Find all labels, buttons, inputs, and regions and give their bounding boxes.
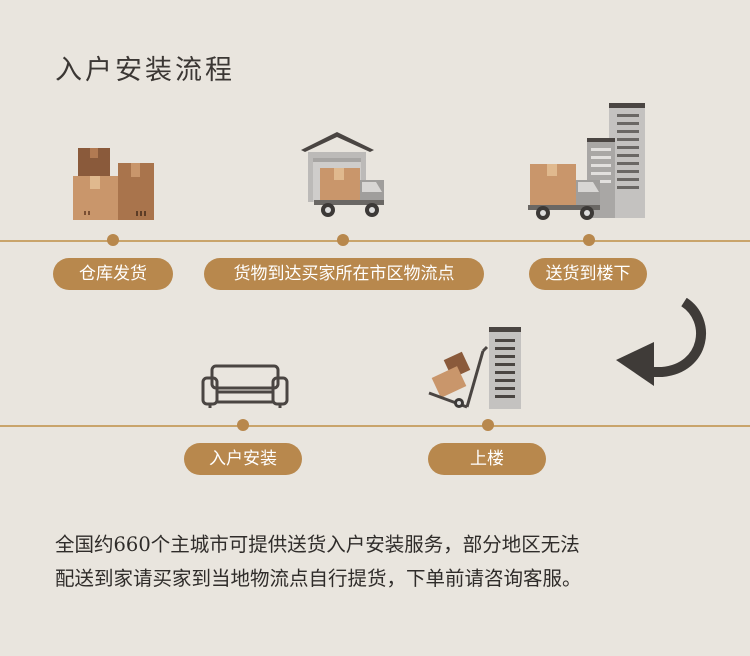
description-line-2: 配送到家请买家到当地物流点自行提货，下单前请咨询客服。 [55, 567, 582, 590]
page-title: 入户安装流程 [55, 55, 235, 86]
step-label-warehouse: 仓库发货 [53, 258, 173, 290]
timeline-dot [107, 234, 119, 246]
timeline-dot [337, 234, 349, 246]
step-label-downstairs: 送货到楼下 [529, 258, 647, 290]
warehouse-truck-icon [301, 132, 384, 217]
curved-arrow-icon [616, 298, 706, 386]
timeline-dot [237, 419, 249, 431]
description-line-1: 全国约660个主城市可提供送货入户安装服务，部分地区无法 [55, 533, 580, 556]
timeline-dot [583, 234, 595, 246]
sofa-icon [201, 364, 289, 408]
timeline-dot [482, 419, 494, 431]
timeline-line-bottom [0, 425, 750, 427]
service-description: 全国约660个主城市可提供送货入户安装服务，部分地区无法 配送到家请买家到当地物… [55, 528, 715, 596]
step-label-upstairs: 上楼 [428, 443, 546, 475]
timeline-line-top [0, 240, 750, 242]
step-label-install: 入户安装 [184, 443, 302, 475]
boxes-icon [73, 148, 154, 220]
step-label-logistics-point: 货物到达买家所在市区物流点 [204, 258, 484, 290]
hand-truck-building-icon [428, 327, 521, 409]
truck-building-icon [528, 103, 645, 220]
